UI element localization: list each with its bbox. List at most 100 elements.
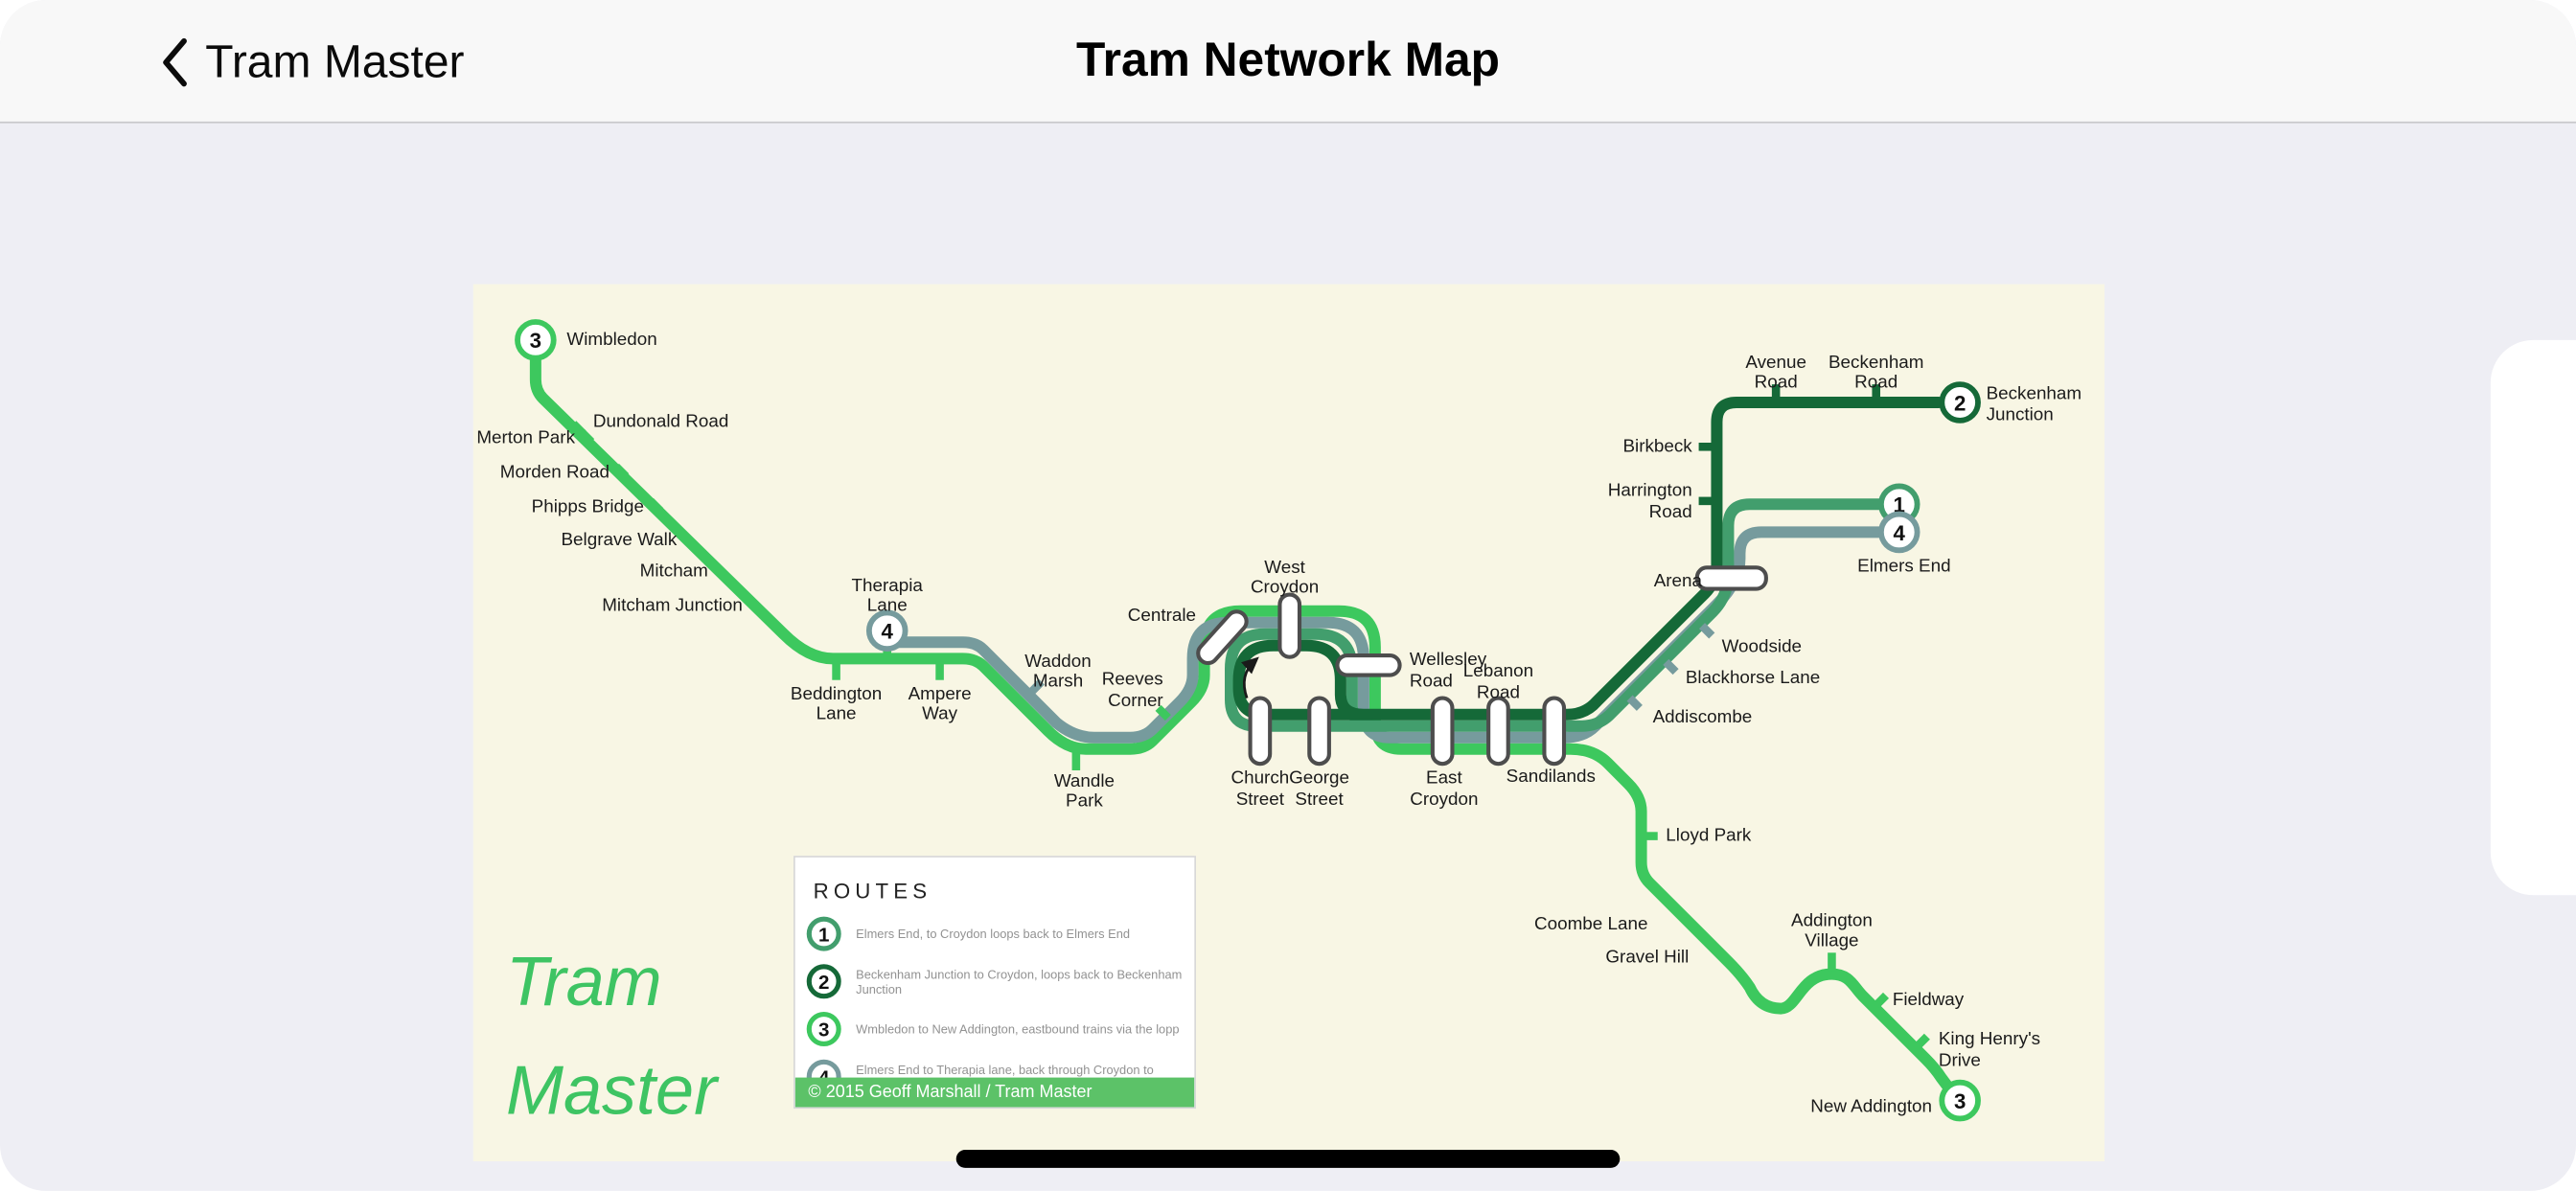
logo-line-2: Master — [506, 1051, 718, 1129]
route-badge-number: 3 — [1954, 1089, 1966, 1113]
route-badge — [1939, 1079, 1981, 1122]
route-badge-number: 4 — [1894, 521, 1906, 545]
station-label: Fieldway — [1893, 989, 1965, 1009]
station-tick — [711, 561, 728, 579]
station-tick — [578, 428, 595, 446]
station-tick — [1873, 992, 1890, 1009]
loop-direction-arrow — [1241, 656, 1259, 699]
route-badge-number: 4 — [882, 620, 894, 644]
station-label: Centrale — [1128, 605, 1196, 625]
interchange-lozenge — [1307, 696, 1331, 767]
station-tick — [1692, 925, 1709, 941]
station-label: Sandilands — [1506, 766, 1596, 786]
station-label: Dundonald Road — [593, 411, 728, 431]
station-label: Wimbledon — [566, 329, 656, 349]
back-button-label: Tram Master — [205, 34, 465, 87]
interchange-lozenge — [1694, 565, 1768, 591]
station-tick — [1663, 658, 1679, 676]
legend-route-badge: 1 — [806, 916, 841, 951]
station-label: Mitcham — [640, 561, 708, 581]
interchange-lozenge — [1486, 696, 1510, 767]
route-badge-number: 2 — [1954, 391, 1966, 415]
station-label: Woodside — [1722, 635, 1802, 655]
station-tick — [612, 463, 630, 480]
legend-route-description: Wmbledon to New Addington, eastbound tra… — [856, 1021, 1180, 1037]
station-tick — [1914, 1033, 1930, 1050]
page-title: Tram Network Map — [1076, 34, 1501, 87]
station-label: Coombe Lane — [1534, 913, 1647, 933]
station-tick — [1649, 882, 1666, 899]
station-tick — [1155, 704, 1171, 721]
station-tick — [1698, 623, 1715, 639]
route-badge — [865, 609, 908, 653]
station-tick — [746, 596, 763, 613]
interchange-lozenge — [1196, 609, 1249, 666]
legend-items: 1 Elmers End, to Croydon loops back to El… — [795, 916, 1195, 1094]
interchange-lozenge — [1542, 696, 1567, 767]
interchange-lozenge — [1277, 592, 1302, 659]
station-tick — [680, 531, 697, 547]
station-label: Mitcham Junction — [602, 595, 743, 615]
station-label: Lloyd Park — [1666, 825, 1752, 845]
station-tick — [647, 497, 664, 515]
station-tick — [1626, 695, 1643, 711]
interchange-lozenge — [1430, 696, 1455, 767]
route-badge — [1939, 381, 1981, 424]
station-label: Merton Park — [476, 427, 575, 447]
logo-line-1: Tram — [506, 943, 662, 1020]
home-indicator[interactable] — [955, 1150, 1621, 1168]
back-chevron-icon — [163, 37, 187, 86]
station-label: Addiscombe — [1653, 706, 1753, 726]
route-badge — [1877, 511, 1920, 554]
route-badge-number: 1 — [1894, 493, 1905, 517]
tram-master-logo: Tram Master — [506, 928, 717, 1145]
station-label: Birkbeck — [1622, 435, 1692, 455]
station-label: Morden Road — [500, 462, 610, 482]
station-label: Blackhorse Lane — [1686, 667, 1820, 687]
legend-route-badge: 2 — [806, 964, 841, 999]
legend-item: 1 Elmers End, to Croydon loops back to El… — [806, 916, 1195, 951]
station-label: Gravel Hill — [1605, 946, 1689, 966]
legend-item: 2 Beckenham Junction to Croydon, loops ba… — [806, 964, 1195, 999]
legend-route-description: Beckenham Junction to Croydon, loops bac… — [856, 966, 1183, 996]
legend-route-description: Elmers End, to Croydon loops back to Elm… — [856, 926, 1131, 942]
nav-bar: Tram Master Tram Network Map — [0, 0, 2576, 124]
station-label: Arena — [1654, 570, 1703, 590]
route-badge — [515, 319, 557, 361]
station-label: New Addington — [1810, 1095, 1932, 1115]
interchange-lozenge — [1335, 653, 1402, 677]
station-label: Phipps Bridge — [532, 496, 644, 516]
right-side-tab — [2490, 339, 2576, 896]
interchange-lozenge — [1248, 696, 1273, 767]
station-label: Elmers End — [1857, 555, 1950, 575]
legend-copyright: © 2015 Geoff Marshall / Tram Master — [794, 1077, 1195, 1108]
legend-route-badge: 3 — [806, 1012, 841, 1047]
station-label: Belgrave Walk — [561, 529, 677, 549]
back-button[interactable]: Tram Master — [161, 0, 465, 124]
route-badge-number: 3 — [530, 329, 541, 353]
legend-item: 3 Wmbledon to New Addington, eastbound tr… — [806, 1012, 1195, 1047]
station-tick — [1028, 678, 1045, 695]
